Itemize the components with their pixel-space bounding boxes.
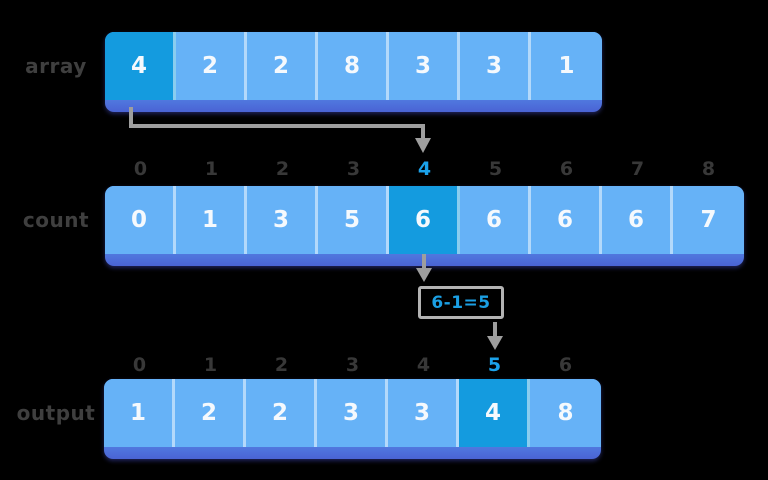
count-cell-7: 6 (602, 186, 673, 254)
output-index-6: 6 (558, 354, 573, 376)
array-bar: 4 2 2 8 3 3 1 (105, 32, 602, 112)
arrow-annotation-to-output-icon (487, 322, 503, 350)
count-bar: 0 1 3 5 6 6 6 6 7 (105, 186, 744, 266)
array-cell-5: 3 (460, 32, 531, 100)
count-cell-5: 6 (460, 186, 531, 254)
row-label-count: count (22, 208, 90, 232)
array-cell-6: 1 (531, 32, 602, 100)
row-label-output: output (16, 401, 96, 425)
output-cell-3: 3 (317, 379, 388, 447)
array-cell-3: 8 (318, 32, 389, 100)
annotation-text: 6-1=5 (431, 292, 491, 313)
count-index-2: 2 (275, 158, 290, 180)
count-index-0: 0 (133, 158, 148, 180)
output-cell-4: 3 (388, 379, 459, 447)
output-cell-5: 4 (459, 379, 530, 447)
count-index-1: 1 (204, 158, 219, 180)
output-index-5: 5 (487, 354, 502, 376)
count-index-8: 8 (701, 158, 716, 180)
output-index-row: 0 1 2 3 4 5 6 (104, 354, 601, 376)
output-index-4: 4 (416, 354, 431, 376)
row-label-array: array (25, 54, 87, 78)
count-cell-2: 3 (247, 186, 318, 254)
output-bar: 1 2 2 3 3 4 8 (104, 379, 601, 459)
output-cell-2: 2 (246, 379, 317, 447)
output-index-1: 1 (203, 354, 218, 376)
array-cell-1: 2 (176, 32, 247, 100)
count-cell-4: 6 (389, 186, 460, 254)
arrow-array-to-count-icon (129, 107, 431, 153)
array-cell-4: 3 (389, 32, 460, 100)
output-cell-1: 2 (175, 379, 246, 447)
output-cell-0: 1 (104, 379, 175, 447)
count-cell-3: 5 (318, 186, 389, 254)
output-cell-6: 8 (530, 379, 601, 447)
array-cell-2: 2 (247, 32, 318, 100)
count-cell-1: 1 (176, 186, 247, 254)
count-index-6: 6 (559, 158, 574, 180)
count-index-4: 4 (417, 158, 432, 180)
array-cell-0: 4 (105, 32, 176, 100)
count-index-row: 0 1 2 3 4 5 6 7 8 (105, 158, 744, 180)
count-cell-8: 7 (673, 186, 744, 254)
annotation-box: 6-1=5 (418, 286, 504, 319)
output-index-3: 3 (345, 354, 360, 376)
count-cell-6: 6 (531, 186, 602, 254)
output-index-0: 0 (132, 354, 147, 376)
count-index-7: 7 (630, 158, 645, 180)
count-index-3: 3 (346, 158, 361, 180)
count-index-5: 5 (488, 158, 503, 180)
count-cell-0: 0 (105, 186, 176, 254)
output-index-2: 2 (274, 354, 289, 376)
